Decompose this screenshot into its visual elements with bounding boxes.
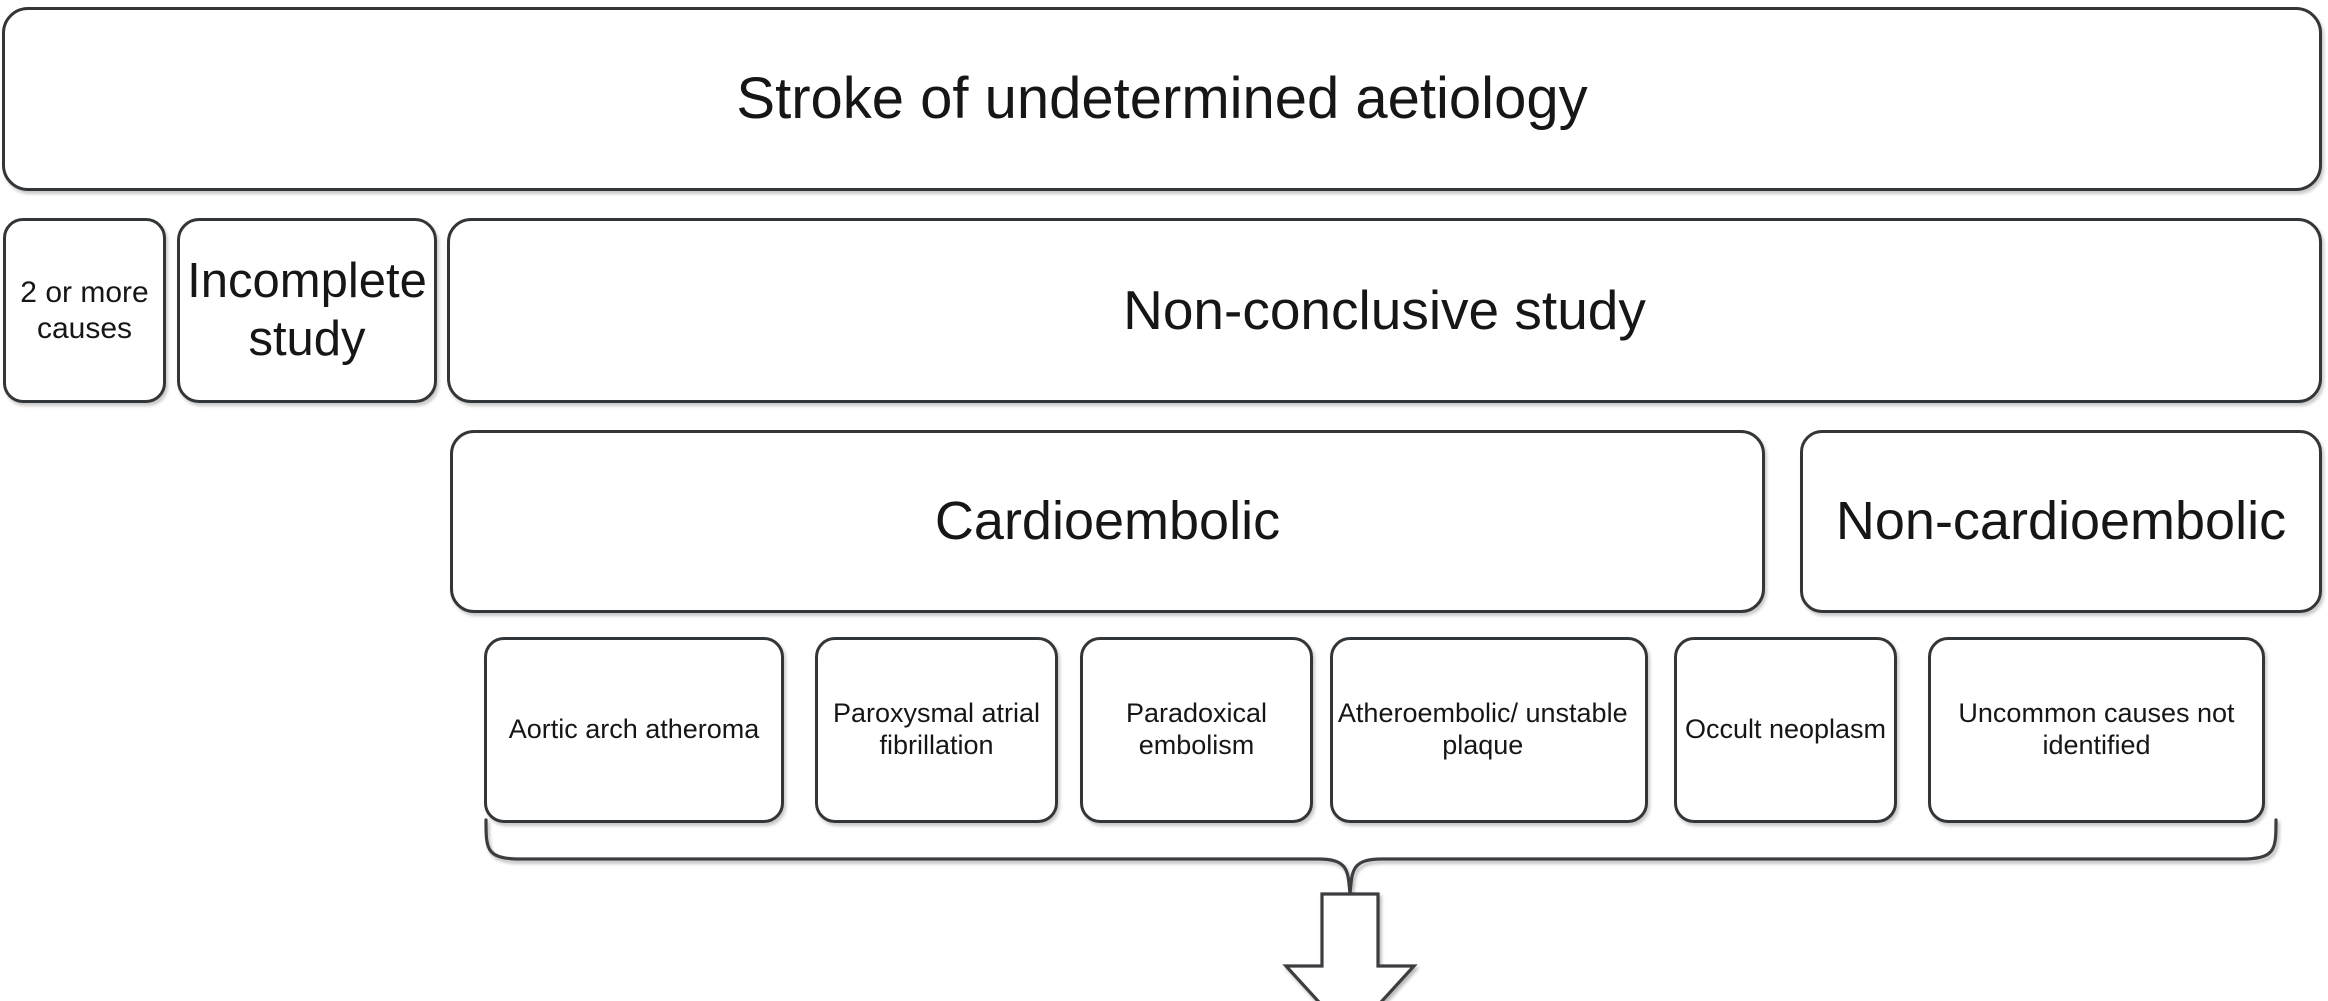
node-label: Stroke of undetermined aetiology: [736, 65, 1588, 131]
node-paradoxical-embolism: Paradoxical embolism: [1080, 637, 1313, 823]
node-non-cardioembolic: Non-cardioembolic: [1800, 430, 2322, 613]
node-label: Aortic arch atheroma: [508, 714, 760, 745]
node-label: Cardioembolic: [934, 490, 1281, 551]
node-atheroembolic-unstable-plaque: Atheroembolic/ unstable plaque: [1330, 637, 1648, 823]
node-label: Atheroembolic/ unstable plaque: [1337, 698, 1628, 760]
node-occult-neoplasm: Occult neoplasm: [1674, 637, 1897, 823]
node-label: Occult neoplasm: [1684, 714, 1887, 745]
brace-arrow-icon: [484, 818, 2278, 1001]
brace-connector: [470, 818, 2290, 1001]
node-uncommon-causes-not-identified: Uncommon causes not identified: [1928, 637, 2265, 823]
node-stroke-of-undetermined-aetiology: Stroke of undetermined aetiology: [2, 7, 2322, 191]
node-cardioembolic: Cardioembolic: [450, 430, 1765, 613]
node-label: Incomplete study: [187, 253, 427, 366]
node-label: 2 or more causes: [20, 276, 149, 345]
node-label: Non-conclusive study: [1123, 279, 1646, 342]
node-aortic-arch-atheroma: Aortic arch atheroma: [484, 637, 784, 823]
node-paroxysmal-atrial-fibrillation: Paroxysmal atrial fibrillation: [815, 637, 1058, 823]
node-label: Paroxysmal atrial fibrillation: [832, 698, 1041, 760]
node-incomplete-study: Incomplete study: [177, 218, 437, 403]
node-2-or-more-causes: 2 or more causes: [3, 218, 166, 403]
node-label: Uncommon causes not identified: [1958, 698, 2235, 760]
node-non-conclusive-study: Non-conclusive study: [447, 218, 2322, 403]
node-label: Non-cardioembolic: [1835, 490, 2287, 551]
node-label: Paradoxical embolism: [1125, 698, 1268, 760]
